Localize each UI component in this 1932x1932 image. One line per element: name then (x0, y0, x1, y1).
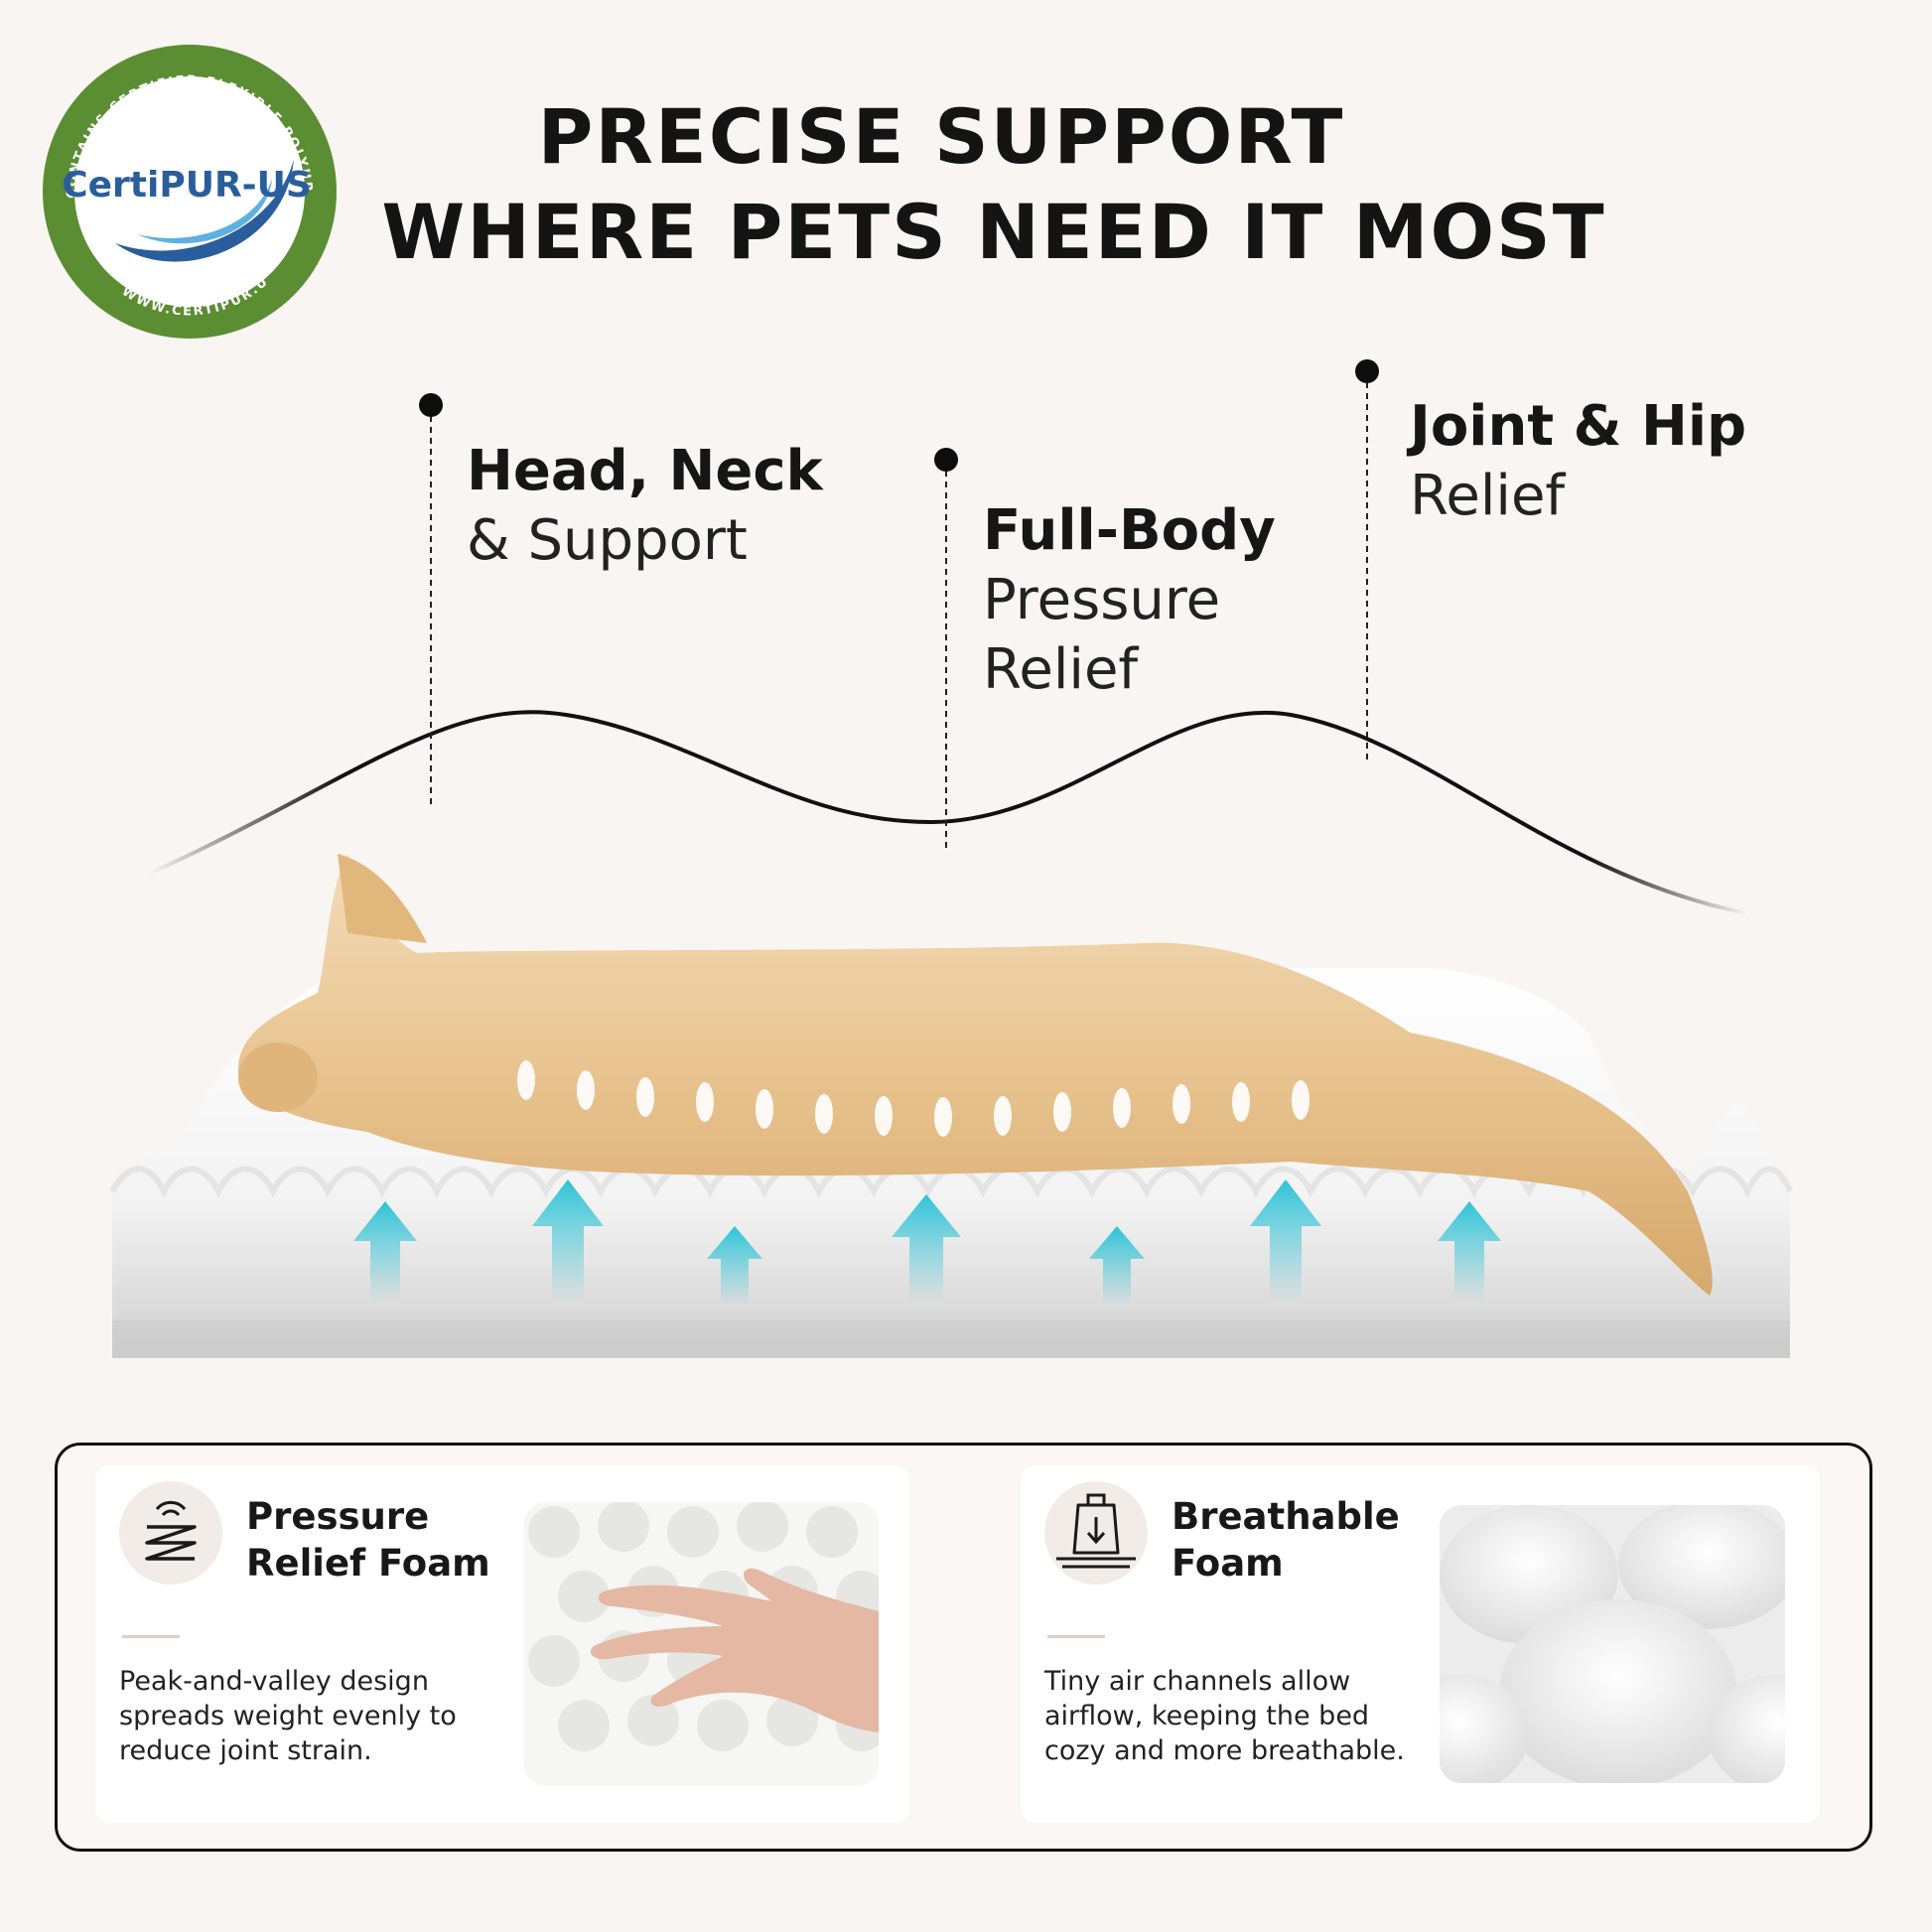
badge-brand-text: CertiPUR-US (62, 165, 312, 206)
callout-head-neck: Head, Neck & Support (467, 437, 823, 576)
features-panel: Pressure Relief Foam Peak-and-valley des… (55, 1443, 1872, 1852)
pressure-spring-icon (119, 1481, 222, 1585)
feature-card-pressure-relief: Pressure Relief Foam Peak-and-valley des… (95, 1465, 909, 1823)
support-illustration (109, 359, 1793, 1358)
feature-card-breathable: Breathable Foam Tiny air channels allow … (1021, 1465, 1820, 1823)
feature-description: Tiny air channels allow airflow, keeping… (1044, 1664, 1442, 1768)
feature-title: Breathable Foam (1172, 1493, 1400, 1587)
callout-head-neck-light: & Support (467, 508, 748, 573)
divider (122, 1635, 180, 1638)
pin-joint-hip (1355, 359, 1379, 383)
spine-dots (517, 1060, 1310, 1137)
feature-description-line: Peak-and-valley design (119, 1666, 429, 1697)
pin-head-neck (419, 393, 443, 417)
certipur-badge-logo: CONTAINS CERTIFIED FLEXIBLE POLYURETHANE… (38, 40, 337, 339)
foam-texture-photo (1440, 1505, 1785, 1783)
feature-title-line-2: Foam (1172, 1542, 1284, 1585)
support-arrows (353, 1179, 1501, 1306)
callout-joint-hip-light: Relief (1410, 464, 1566, 528)
pin-full-body (934, 448, 958, 472)
feature-description-line: reduce joint strain. (119, 1735, 372, 1766)
support-curve-line (148, 710, 1748, 915)
feature-title-line-1: Breathable (1172, 1495, 1400, 1538)
callout-joint-hip-bold: Joint & Hip (1410, 394, 1747, 459)
callout-full-body-light-1: Pressure (983, 568, 1221, 632)
feature-description-line: airflow, keeping the bed (1044, 1701, 1370, 1731)
hand-on-foam-photo (524, 1502, 879, 1786)
feature-description-line: cozy and more breathable. (1044, 1735, 1405, 1766)
callout-full-body-light-2: Relief (983, 637, 1139, 702)
divider (1047, 1635, 1105, 1638)
cat-lying-on-foam (237, 854, 1713, 1296)
breathable-bag-icon (1044, 1481, 1148, 1585)
feature-title-line-2: Relief Foam (246, 1542, 490, 1585)
callout-head-neck-bold: Head, Neck (467, 439, 823, 503)
callout-joint-hip: Joint & Hip Relief (1410, 392, 1746, 531)
callout-full-body: Full-Body Pressure Relief (983, 496, 1276, 705)
headline-line-2: WHERE PETS NEED IT MOST (381, 188, 1606, 276)
feature-description: Peak-and-valley design spreads weight ev… (119, 1664, 516, 1768)
callout-full-body-bold: Full-Body (983, 498, 1276, 563)
feature-description-line: Tiny air channels allow (1044, 1666, 1351, 1697)
feature-description-line: spreads weight evenly to (119, 1701, 457, 1731)
feature-title: Pressure Relief Foam (246, 1493, 490, 1587)
headline-line-1: PRECISE SUPPORT (537, 92, 1345, 181)
feature-title-line-1: Pressure (246, 1495, 430, 1538)
